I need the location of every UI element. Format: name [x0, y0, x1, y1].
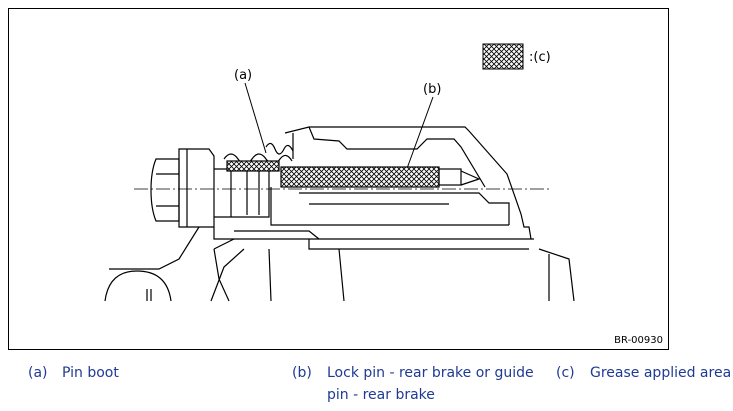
legend-key: (c) [556, 365, 575, 381]
leader-b [404, 96, 434, 175]
legend-key: (b) [292, 365, 312, 381]
legend-item-c: (c) Grease applied area [556, 362, 731, 384]
grease-swatch [482, 43, 524, 70]
callout-c-label: :(c) [529, 50, 551, 65]
legend: (a) Pin boot (b) Lock pin - rear brake or … [0, 362, 733, 411]
callout-a-label: (a) [234, 68, 252, 83]
legend-item-a: (a) Pin boot [28, 362, 119, 384]
leader-a [244, 82, 267, 154]
legend-key: (a) [28, 365, 48, 381]
figure-code: BR-00930 [614, 335, 663, 346]
legend-text: Grease applied area [590, 365, 732, 381]
diagram-drawing: :(c) (a) (b) [104, 43, 575, 302]
legend-text: Lock pin - rear brake or guide [327, 365, 534, 381]
caliper-assembly [104, 126, 575, 302]
callout-b-label: (b) [423, 82, 441, 97]
legend-text: Pin boot [62, 365, 119, 381]
brake-diagram: :(c) (a) (b) [8, 8, 669, 350]
legend-text-continued: pin - rear brake [327, 387, 435, 403]
legend-item-b: (b) Lock pin - rear brake or guide pin - … [292, 362, 534, 406]
